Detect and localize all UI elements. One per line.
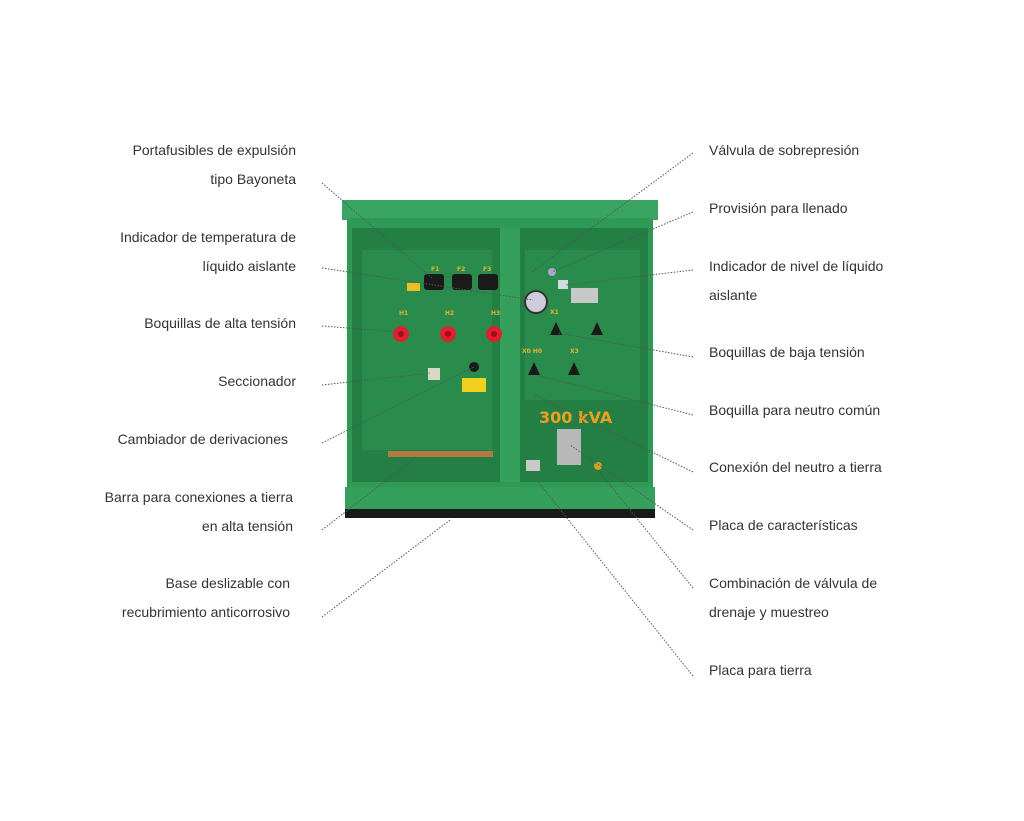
low-voltage-bushings bbox=[528, 322, 603, 375]
label-placa-caracteristicas: Placa de características bbox=[709, 517, 858, 533]
label-valvula-sobrepresion: Válvula de sobrepresión bbox=[709, 142, 860, 158]
terminal-mark-x3: X3 bbox=[570, 348, 579, 355]
high-voltage-bushings bbox=[393, 326, 502, 342]
transformer: F1 F2 F3 H1 H2 H3 X1 X0 H0 X3 300 kVA bbox=[342, 200, 658, 518]
terminal-mark-f2: F2 bbox=[457, 266, 465, 273]
terminal-mark-h3: H3 bbox=[491, 310, 500, 317]
label-seccionador: Seccionador bbox=[218, 373, 296, 389]
fuse-holders bbox=[424, 274, 498, 290]
terminal-mark-x0-h0: X0 H0 bbox=[522, 348, 542, 355]
leader-lines bbox=[321, 152, 694, 677]
kva-marking: 300 kVA bbox=[539, 408, 613, 427]
center-pillar bbox=[500, 228, 520, 482]
terminal-mark-h2: H2 bbox=[445, 310, 454, 317]
switch bbox=[428, 368, 440, 380]
ground-plate bbox=[526, 460, 540, 471]
base-band bbox=[345, 487, 655, 509]
drain-valve bbox=[594, 462, 602, 470]
level-indicator bbox=[571, 288, 598, 303]
label-boquillas-alta: Boquillas de alta tensión bbox=[144, 315, 296, 331]
terminal-mark-h1: H1 bbox=[399, 310, 408, 317]
nameplate bbox=[557, 429, 581, 465]
label-boquillas-baja: Boquillas de baja tensión bbox=[709, 344, 865, 360]
terminal-marks: F1 F2 F3 H1 H2 H3 X1 X0 H0 X3 bbox=[399, 266, 579, 355]
sliding-base bbox=[345, 509, 655, 518]
terminal-mark-f3: F3 bbox=[483, 266, 491, 273]
terminal-mark-x1: X1 bbox=[550, 309, 559, 316]
terminal-mark-f1: F1 bbox=[431, 266, 439, 273]
label-placa-tierra: Placa para tierra bbox=[709, 662, 812, 678]
label-cambiador: Cambiador de derivaciones bbox=[117, 431, 288, 447]
label-boquilla-neutro: Boquilla para neutro común bbox=[709, 402, 881, 418]
top-cover bbox=[342, 200, 658, 220]
label-provision-llenado: Provisión para llenado bbox=[709, 200, 848, 216]
label-conexion-neutro: Conexión del neutro a tierra bbox=[709, 459, 882, 475]
ground-bar bbox=[388, 451, 493, 457]
temperature-gauge bbox=[524, 290, 548, 314]
tap-changer bbox=[469, 362, 479, 372]
